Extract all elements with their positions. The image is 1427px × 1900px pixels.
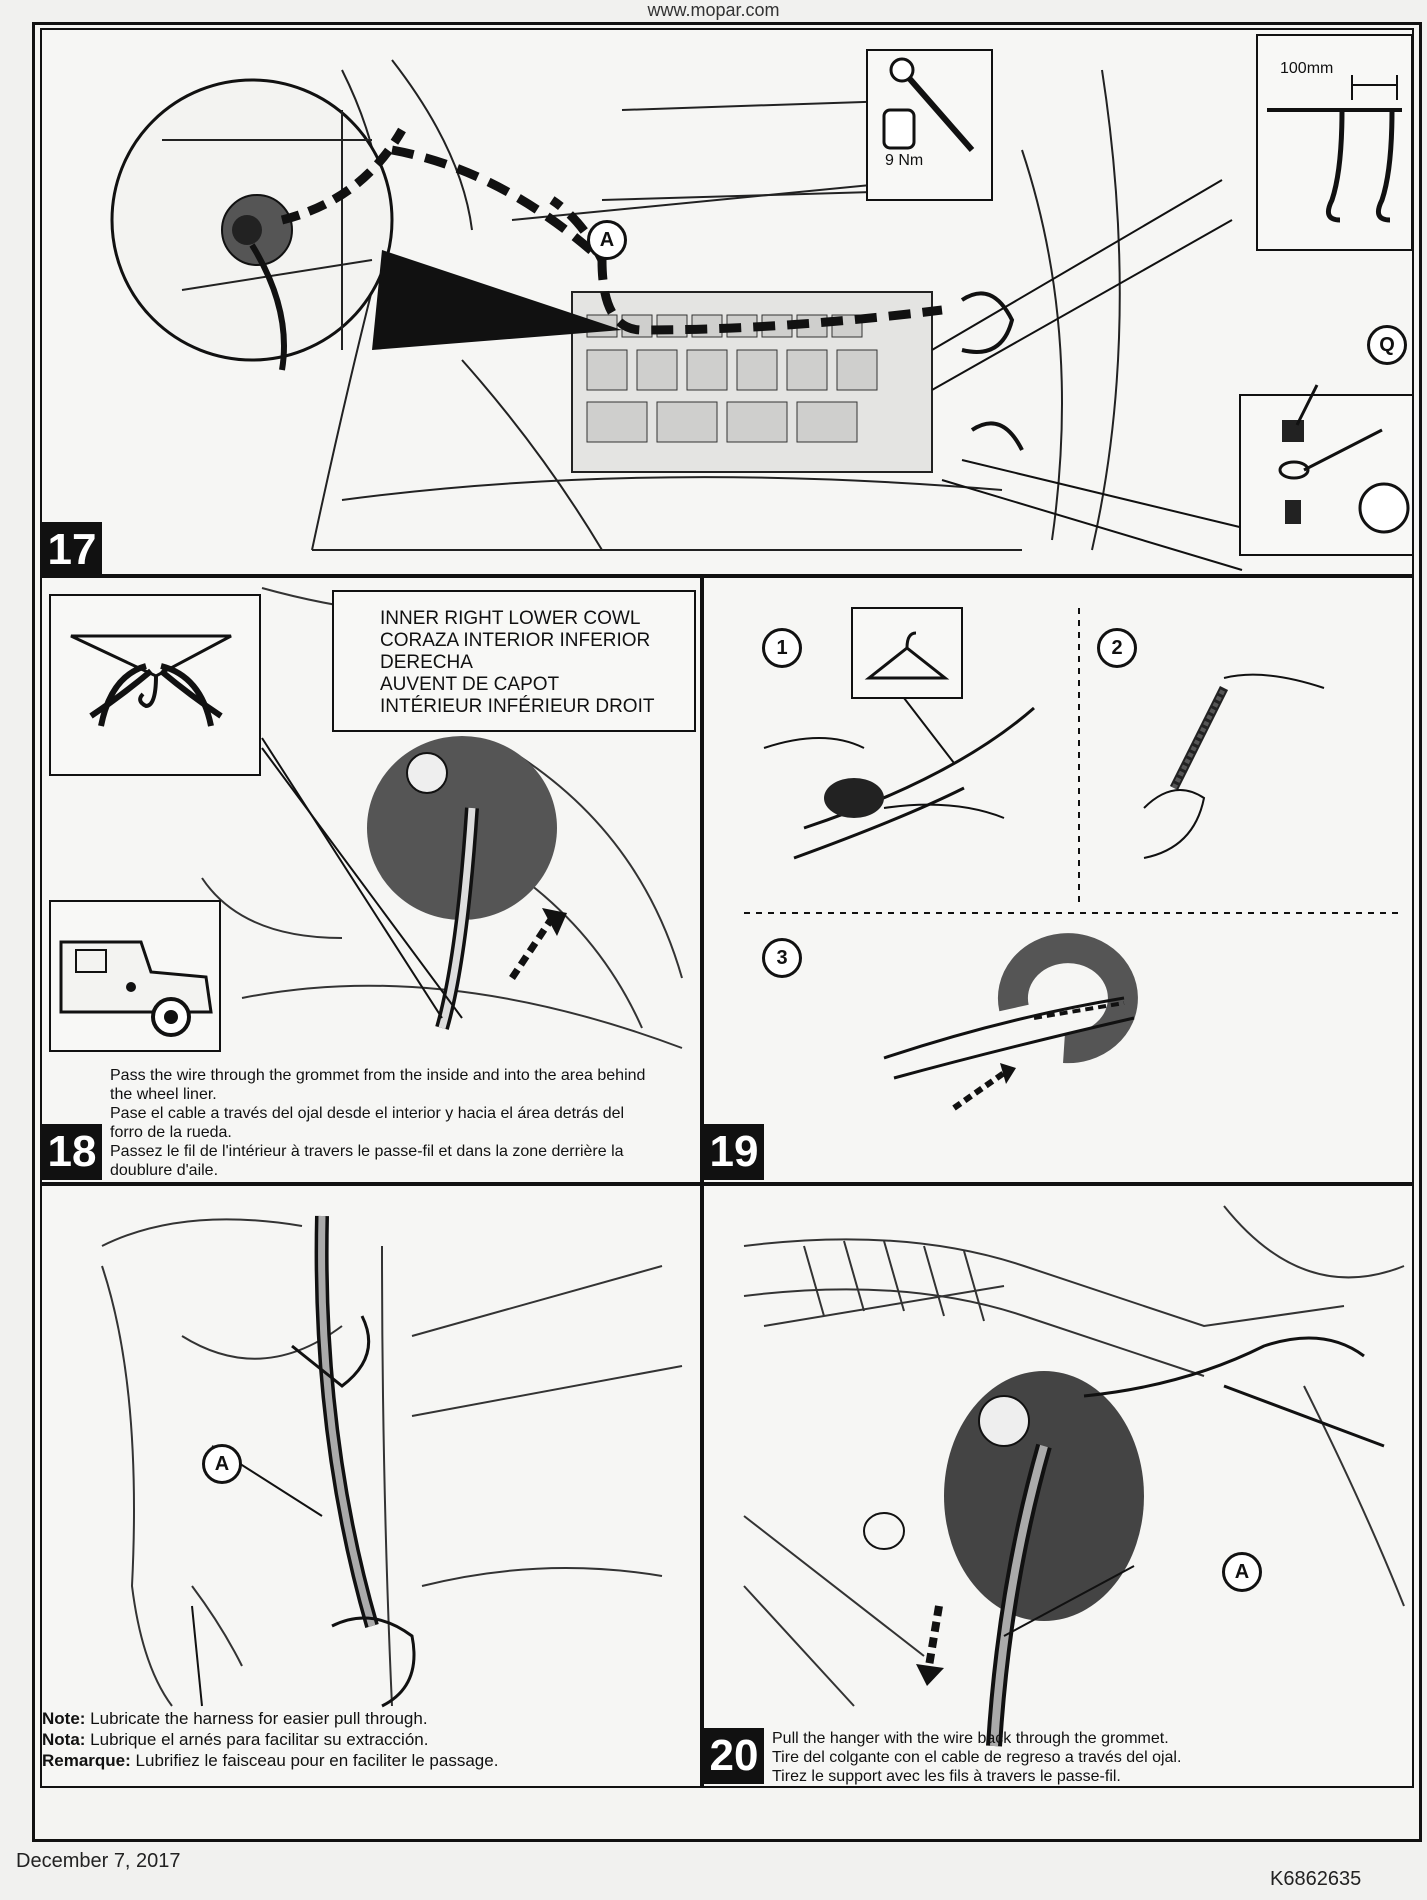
step-20-panel: A Pull the hanger with the wire back thr…: [702, 1184, 1414, 1788]
note-spanish: Nota: Lubrique el arnés para facilitar s…: [42, 1729, 692, 1750]
step-20-illustration: [743, 1205, 1405, 1747]
location-label-box: INNER RIGHT LOWER COWL CORAZA INTERIOR I…: [332, 590, 696, 732]
footer-date: December 7, 2017: [16, 1850, 181, 1872]
note-text: Lubricate the harness for easier pull th…: [85, 1709, 428, 1728]
substep-3-marker: 3: [762, 938, 802, 978]
step-18-caption: Pass the wire through the grommet from t…: [110, 1066, 700, 1180]
step-17-illustration: [110, 34, 1412, 571]
step-19-panel: 1 2 3 19: [702, 576, 1414, 1184]
note-label: Nota:: [42, 1730, 86, 1749]
torque-spec: 9 Nm: [885, 152, 924, 169]
location-line-4: AUVENT DE CAPOT: [380, 674, 560, 695]
note-english: Note: Lubricate the harness for easier p…: [42, 1708, 692, 1729]
clip-spacing-spec: 100mm: [1280, 60, 1334, 77]
caption-line: Tire del colgante con el cable de regres…: [772, 1749, 1182, 1766]
note-label: Note:: [42, 1709, 86, 1728]
step-18-panel: INNER RIGHT LOWER COWL CORAZA INTERIOR I…: [40, 576, 702, 1184]
step-19-number: 19: [704, 1124, 764, 1180]
step-18-illustration: [201, 587, 683, 1049]
location-line-5: INTÉRIEUR INFÉRIEUR DROIT: [380, 696, 655, 717]
caption-line: the wheel liner.: [110, 1086, 217, 1103]
pliers-inset: [49, 594, 261, 776]
lubricate-panel: A Note: Lubricate the harness for easier…: [40, 1184, 702, 1788]
vehicle-location-inset: [49, 900, 221, 1052]
note-label: Remarque:: [42, 1751, 131, 1770]
callout-q-marker: Q: [1367, 325, 1407, 365]
substep-2-marker: 2: [1097, 628, 1137, 668]
lubricate-note: Note: Lubricate the harness for easier p…: [42, 1708, 692, 1771]
step-18-number: 18: [42, 1124, 102, 1180]
location-line-1: INNER RIGHT LOWER COWL: [380, 608, 641, 629]
lubricate-illustration: [101, 1215, 683, 1708]
note-text: Lubrique el arnés para facilitar su extr…: [85, 1730, 429, 1749]
footer-document-number: K6862635: [1270, 1868, 1362, 1890]
caption-line: Passez le fil de l'intérieur à travers l…: [110, 1143, 624, 1160]
substep-1-marker: 1: [762, 628, 802, 668]
step-17-number: 17: [42, 522, 102, 574]
caption-line: Pass the wire through the grommet from t…: [110, 1067, 646, 1084]
step-19-illustration: [744, 607, 1404, 1111]
step-17-panel: A Q 9 Nm 100mm + 17: [40, 28, 1414, 576]
caption-line: Tirez le support avec les fils à travers…: [772, 1768, 1121, 1785]
caption-line: Pase el cable a través del ojal desde el…: [110, 1105, 625, 1122]
caption-line: forro de la rueda.: [110, 1124, 232, 1141]
callout-a-marker: A: [587, 220, 627, 260]
note-french: Remarque: Lubrifiez le faisceau pour en …: [42, 1750, 692, 1771]
location-line-3: DERECHA: [380, 652, 473, 673]
location-line-2: CORAZA INTERIOR INFERIOR: [380, 630, 651, 651]
page-url: www.mopar.com: [647, 0, 780, 20]
callout-a-marker: A: [202, 1444, 242, 1484]
callout-a-marker: A: [1222, 1552, 1262, 1592]
caption-line: Pull the hanger with the wire back throu…: [772, 1730, 1169, 1747]
caption-line: doublure d'aile.: [110, 1162, 219, 1179]
step-20-number: 20: [704, 1728, 764, 1784]
step-20-caption: Pull the hanger with the wire back throu…: [772, 1729, 1392, 1786]
note-text: Lubrifiez le faisceau pour en faciliter …: [130, 1751, 499, 1770]
